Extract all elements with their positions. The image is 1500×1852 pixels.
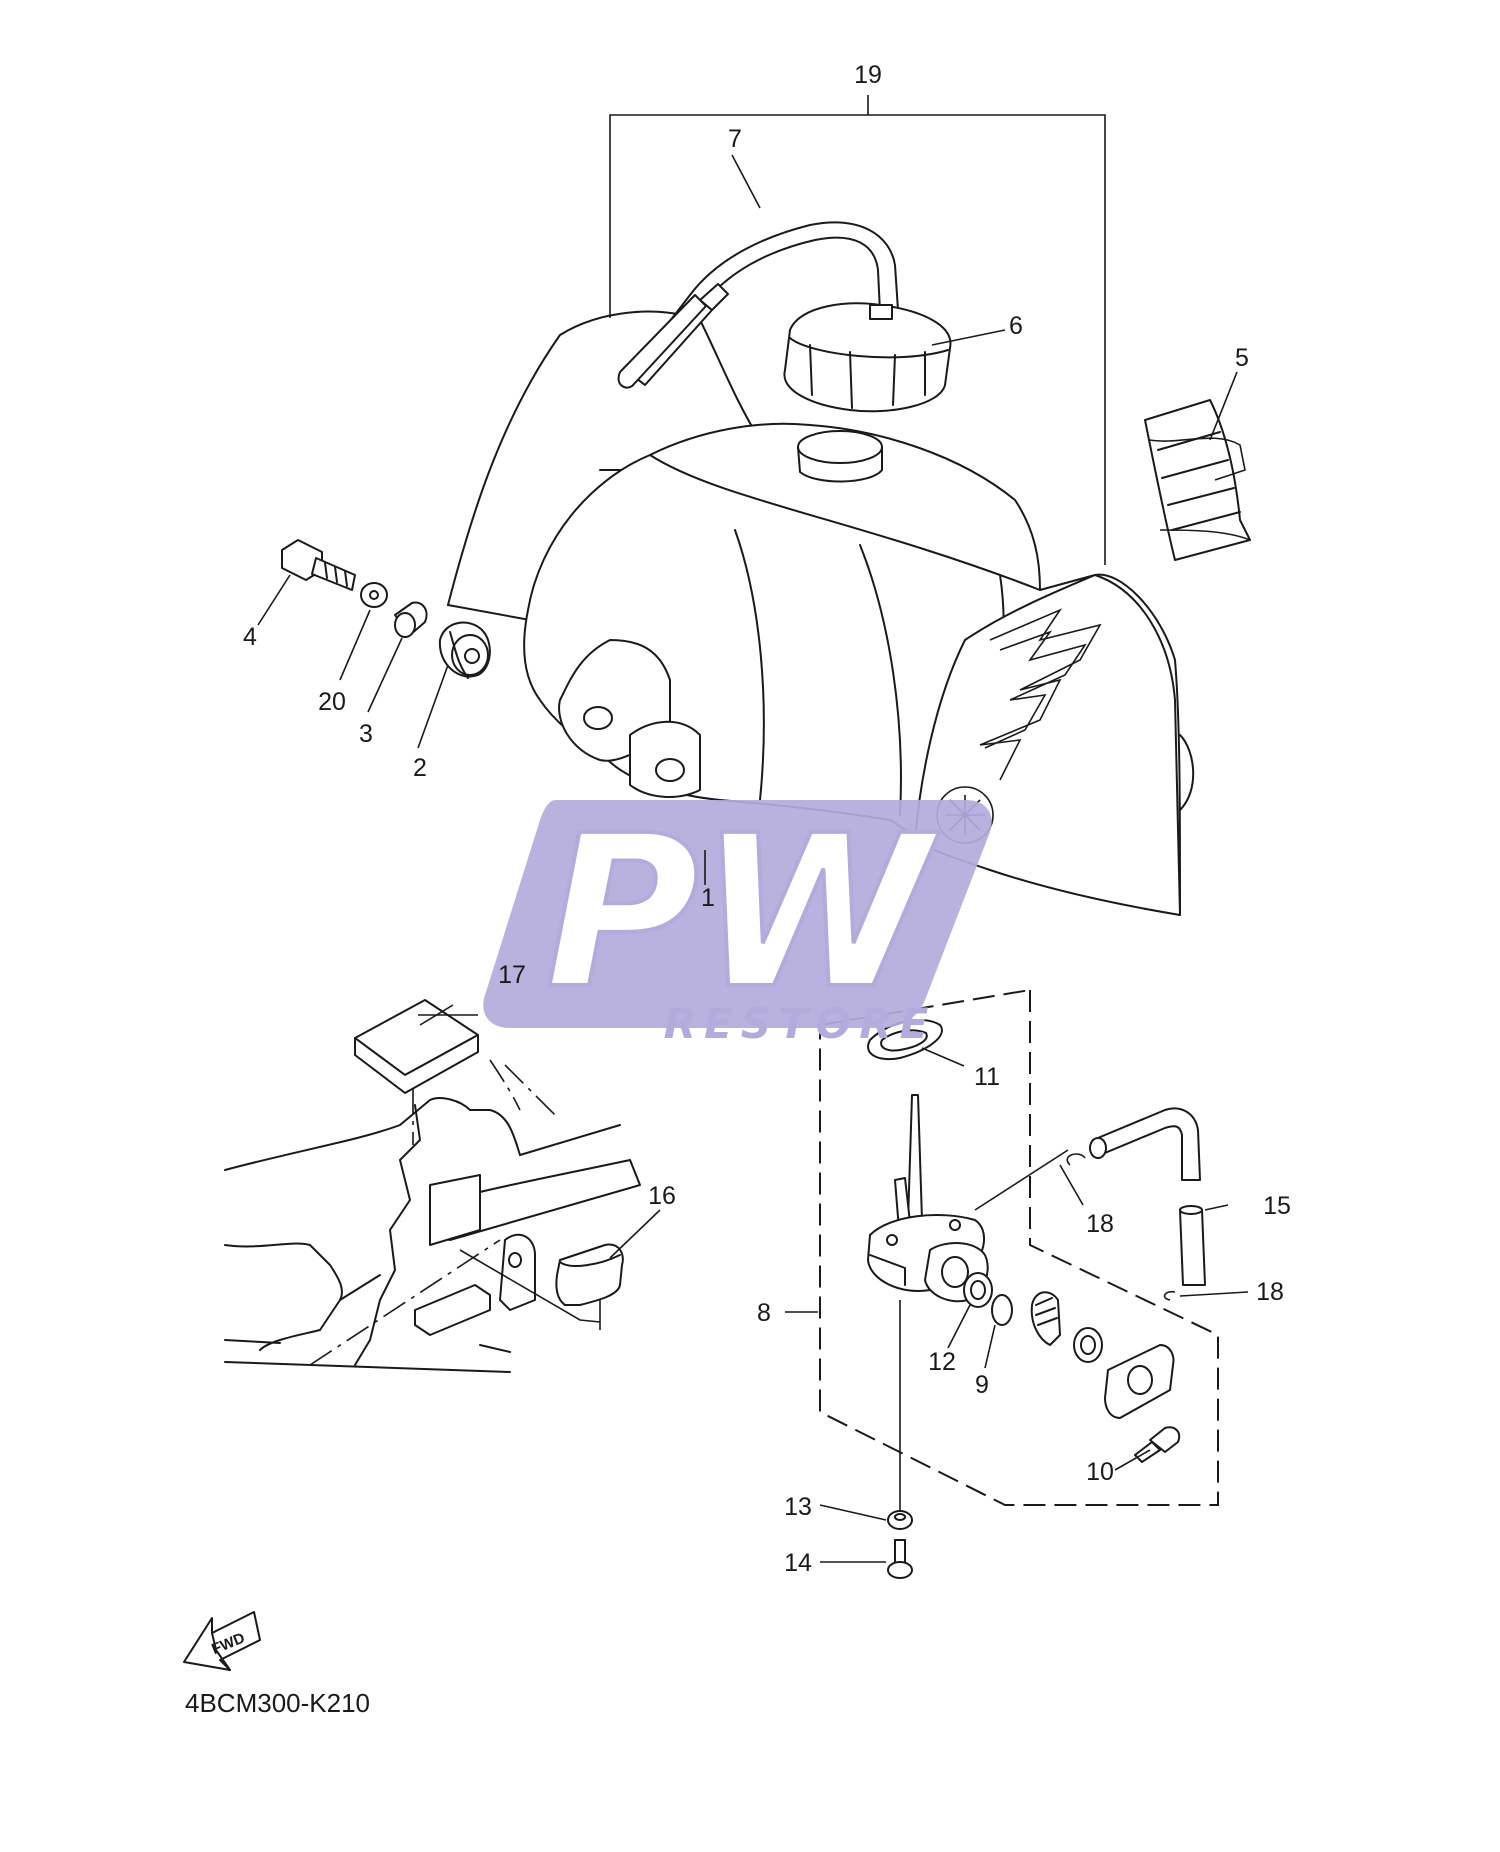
watermark-badge — [483, 800, 992, 1028]
callout-9: 9 — [975, 1371, 989, 1399]
watermark-logo-text: PW — [545, 790, 940, 1035]
callout-6: 6 — [1009, 312, 1023, 340]
leader-lines — [257, 154, 1249, 1563]
callout-14: 14 — [784, 1549, 812, 1577]
callout-2: 2 — [413, 754, 427, 782]
callout-15: 15 — [1263, 1192, 1291, 1220]
fwd-arrow-icon: FWD — [183, 1611, 261, 1671]
damper-16 — [555, 1243, 624, 1306]
fuel-cock — [867, 1094, 989, 1303]
watermark-sub-text: RESTORE — [664, 999, 937, 1048]
callout-12: 12 — [928, 1348, 956, 1376]
callout-19: 19 — [854, 61, 882, 89]
callout-18-lower: 18 — [1256, 1278, 1284, 1306]
callout-13: 13 — [784, 1493, 812, 1521]
diagram-code: 4BCM300-K210 — [185, 1688, 370, 1718]
callout-5: 5 — [1235, 344, 1249, 372]
callout-1: 1 — [701, 884, 715, 912]
mount-hardware — [281, 539, 491, 679]
callout-3: 3 — [359, 720, 373, 748]
callout-10: 10 — [1086, 1458, 1114, 1486]
fuel-hose-15 — [974, 1107, 1206, 1301]
callout-17: 17 — [498, 961, 526, 989]
callout-18-upper: 18 — [1086, 1210, 1114, 1238]
callout-4: 4 — [243, 623, 257, 651]
fuel-cock-small-parts — [963, 1272, 1181, 1463]
drain-screw-parts — [887, 1300, 913, 1579]
frame-section — [224, 1059, 641, 1373]
assembly-bracket-19 — [609, 95, 1106, 565]
pad-17 — [354, 999, 479, 1094]
callout-8: 8 — [757, 1299, 771, 1327]
fuel-cap — [783, 302, 952, 413]
breather-hose — [617, 221, 899, 389]
bracket-5 — [1144, 399, 1251, 561]
callout-7: 7 — [728, 125, 742, 153]
callout-labels: 19 7 6 5 4 20 3 2 1 17 16 11 18 15 18 8 … — [243, 61, 1291, 1577]
callout-11: 11 — [974, 1063, 1000, 1091]
tank-rear-panel — [447, 310, 761, 621]
pw-restore-watermark: PW RESTORE — [483, 788, 992, 1048]
callout-16: 16 — [648, 1182, 676, 1210]
callout-20: 20 — [318, 688, 346, 716]
